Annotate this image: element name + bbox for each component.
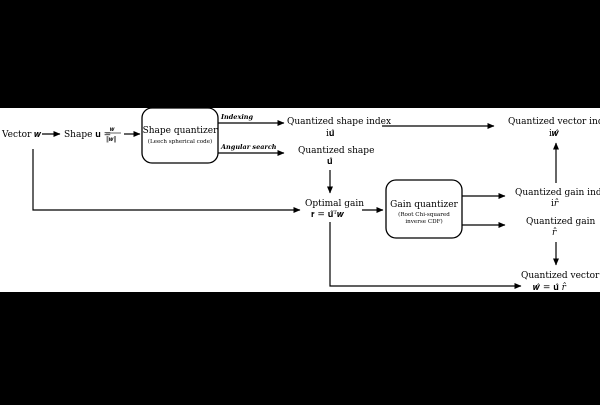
quantized-shape-symbol: 𝐮̂ xyxy=(327,157,333,167)
optimal-gain-formula: 𝐫 = 𝐮̂ᵀ𝒘 xyxy=(311,210,344,220)
arrow-shape-to-quantized-vector xyxy=(329,222,522,289)
diagram-panel xyxy=(0,108,600,292)
gain-quantizer-subtitle-1: (Root Chi-squared xyxy=(398,211,450,218)
gain-quantizer-title: Gain quantizer xyxy=(390,200,458,210)
indexing-label: Indexing xyxy=(220,113,254,121)
shape-fraction-numerator: 𝒘 xyxy=(110,126,115,133)
shape-quantizer-subtitle: (Leech spherical code) xyxy=(148,138,212,145)
quantized-shape-index-label: Quantized shape index xyxy=(287,117,391,127)
quantized-gain-index-symbol: i𝑟̂ xyxy=(551,198,559,209)
optimal-gain-label: Optimal gain xyxy=(305,199,364,209)
quantized-vector-label: Quantized vector xyxy=(521,271,600,281)
shape-quantizer-box xyxy=(141,107,219,164)
quantized-gain-symbol: 𝑟̂ xyxy=(552,227,557,238)
shape-fraction-denominator: ‖𝒘‖ xyxy=(106,136,117,143)
gain-quantizer-subtitle-2: inverse CDF) xyxy=(405,218,442,225)
shape-label: Shape 𝐮 = xyxy=(64,130,111,140)
quantized-shape-index-symbol: i𝐮̂ xyxy=(326,129,334,139)
quantized-vector-index-label: Quantized vector index xyxy=(508,117,600,127)
gain-quantizer-box xyxy=(385,179,463,239)
quantized-vector-index-symbol: i𝒘̂ xyxy=(549,129,559,139)
angular-search-label: Angular search xyxy=(220,143,277,151)
quantized-vector-formula: 𝒘̂ = 𝐮̂ 𝑟̂ xyxy=(533,282,567,293)
quantized-gain-label: Quantized gain xyxy=(526,217,596,227)
quantized-gain-index-label: Quantized gain index xyxy=(515,188,600,198)
vector-w-label: Vector 𝒘 xyxy=(1,130,41,140)
quantized-shape-label: Quantized shape xyxy=(298,146,374,156)
arrow-vector-to-optimal-gain xyxy=(32,149,301,213)
shape-quantizer-title: Shape quantizer xyxy=(143,126,219,136)
